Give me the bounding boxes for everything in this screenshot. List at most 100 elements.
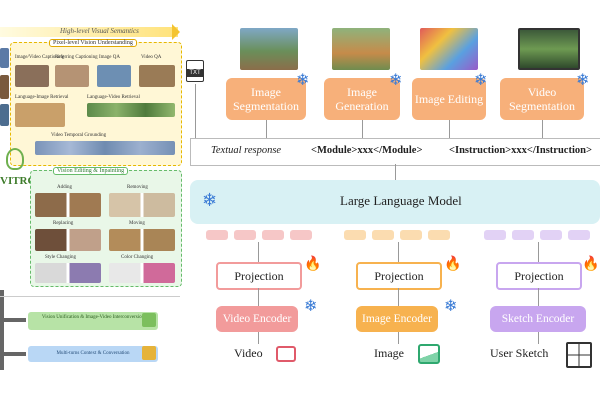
side-thumbnail xyxy=(0,75,9,99)
task-label: Image QA xyxy=(99,55,120,60)
video-encoder: Video Encoder xyxy=(216,306,298,332)
image-token xyxy=(372,230,394,240)
multiturn-bar: Multi-turns Context & Conversation xyxy=(28,346,158,362)
arrow-line xyxy=(395,164,396,180)
sketch-projection: Projection xyxy=(496,262,582,290)
trainable-fire-icon: 🔥 xyxy=(582,257,600,272)
edit-op-label: Style Changing xyxy=(45,255,76,260)
arrow-line xyxy=(538,288,539,306)
sketch-token xyxy=(512,230,534,240)
video-token xyxy=(290,230,312,240)
llm-snowflake-icon: ❄ xyxy=(202,190,218,210)
arrow-line xyxy=(542,120,543,138)
task-label: Video QA xyxy=(141,55,162,60)
image-token xyxy=(428,230,450,240)
unification-icon xyxy=(142,313,156,327)
edit-thumbnail xyxy=(35,193,101,217)
llm-block: ❄ Large Language Model xyxy=(190,180,600,224)
frozen-snowflake-icon: ❄ xyxy=(296,72,310,89)
retrieval-image xyxy=(15,103,65,127)
edit-op-label: Adding xyxy=(57,185,72,190)
image-encoder: Image Encoder xyxy=(356,306,438,332)
temporal-strip xyxy=(35,141,175,155)
task-label: Language-Video Retrieval xyxy=(87,95,140,100)
task-label: Image/Video Captioning xyxy=(15,55,65,60)
video-input-label: Video xyxy=(234,346,263,360)
connector xyxy=(0,290,4,370)
video-output-image xyxy=(518,28,580,70)
sketch-input-label: User Sketch xyxy=(490,346,549,360)
edit-thumbnail xyxy=(35,263,101,283)
image-token xyxy=(344,230,366,240)
divider xyxy=(0,296,180,297)
video-qa-image xyxy=(139,65,175,87)
editing-output-image xyxy=(420,28,478,70)
sketch-token xyxy=(540,230,562,240)
frozen-snowflake-icon: ❄ xyxy=(444,298,458,315)
arrow-line xyxy=(398,332,399,344)
module-image-segmentation: Image Segmentation xyxy=(226,78,306,120)
video-retrieval-strip xyxy=(87,103,175,117)
sketch-token xyxy=(568,230,590,240)
instruction-tag: <Instruction>xxx</Instruction> xyxy=(449,145,592,156)
edit-thumbnail xyxy=(35,229,101,251)
editing-title: Vision Editing & Inpainting xyxy=(53,167,129,175)
edit-thumbnail xyxy=(109,263,175,283)
generation-output-image xyxy=(332,28,390,70)
side-thumbnail xyxy=(0,48,9,68)
connector xyxy=(0,352,26,356)
edit-op-label: Color Changing xyxy=(121,255,154,260)
pixel-understanding-title: Pixel-level Vision Understanding xyxy=(49,39,137,47)
arrow-line xyxy=(398,242,399,262)
arrow-line xyxy=(266,120,267,138)
image-projection: Projection xyxy=(356,262,442,290)
module-video-segmentation: Video Segmentation xyxy=(500,78,584,120)
image-input-label: Image xyxy=(374,346,404,360)
txt-label: TXT xyxy=(187,69,203,77)
arrow-line xyxy=(538,332,539,344)
edit-op-label: Removing xyxy=(127,185,148,190)
frozen-snowflake-icon: ❄ xyxy=(474,72,488,89)
edit-op-label: Moving xyxy=(129,221,145,226)
module-tag: <Module>xxx</Module> xyxy=(311,145,423,156)
bulb-icon xyxy=(6,148,24,170)
caption-image xyxy=(15,65,49,87)
sketch-token xyxy=(484,230,506,240)
chat-icon xyxy=(142,346,156,360)
side-thumbnail xyxy=(0,104,9,126)
arrow-line xyxy=(449,120,450,138)
arrow-line xyxy=(258,242,259,262)
txt-connector xyxy=(195,84,196,138)
semantics-banner xyxy=(0,27,178,37)
left-overview-panel: High-level Visual Semantics Pixel-level … xyxy=(0,0,182,400)
referring-image xyxy=(55,65,89,87)
video-token xyxy=(206,230,228,240)
arrow-line xyxy=(258,288,259,306)
arrow-line xyxy=(258,332,259,344)
segmentation-output-image xyxy=(240,28,298,70)
task-label: Referring Captioning xyxy=(55,55,98,60)
edit-op-label: Replacing xyxy=(53,221,74,226)
banner-title: High-level Visual Semantics xyxy=(60,27,139,35)
sketch-encoder: Sketch Encoder xyxy=(490,306,586,332)
connector xyxy=(0,318,26,322)
llm-label: Large Language Model xyxy=(340,193,462,208)
trainable-fire-icon: 🔥 xyxy=(444,257,462,272)
module-image-editing: Image Editing xyxy=(412,78,486,120)
video-icon xyxy=(276,346,296,362)
video-token xyxy=(234,230,256,240)
edit-thumbnail xyxy=(109,193,175,217)
video-projection: Projection xyxy=(216,262,302,290)
pixel-understanding-box: Pixel-level Vision Understanding Image/V… xyxy=(10,39,182,166)
trainable-fire-icon: 🔥 xyxy=(304,257,322,272)
unification-bar: Vision Unification & Image-Video Interco… xyxy=(28,312,158,330)
task-label: Language-Image Retrieval xyxy=(15,95,69,100)
qa-image xyxy=(97,65,131,87)
arrow-line xyxy=(398,288,399,306)
frozen-snowflake-icon: ❄ xyxy=(576,72,590,89)
editing-box: Vision Editing & Inpainting Adding Remov… xyxy=(30,167,182,287)
arrow-line xyxy=(362,120,363,138)
textual-response-label: Textual response xyxy=(211,145,282,156)
frozen-snowflake-icon: ❄ xyxy=(304,298,318,315)
response-bar: Textual response <Module>xxx</Module> <I… xyxy=(190,138,600,166)
